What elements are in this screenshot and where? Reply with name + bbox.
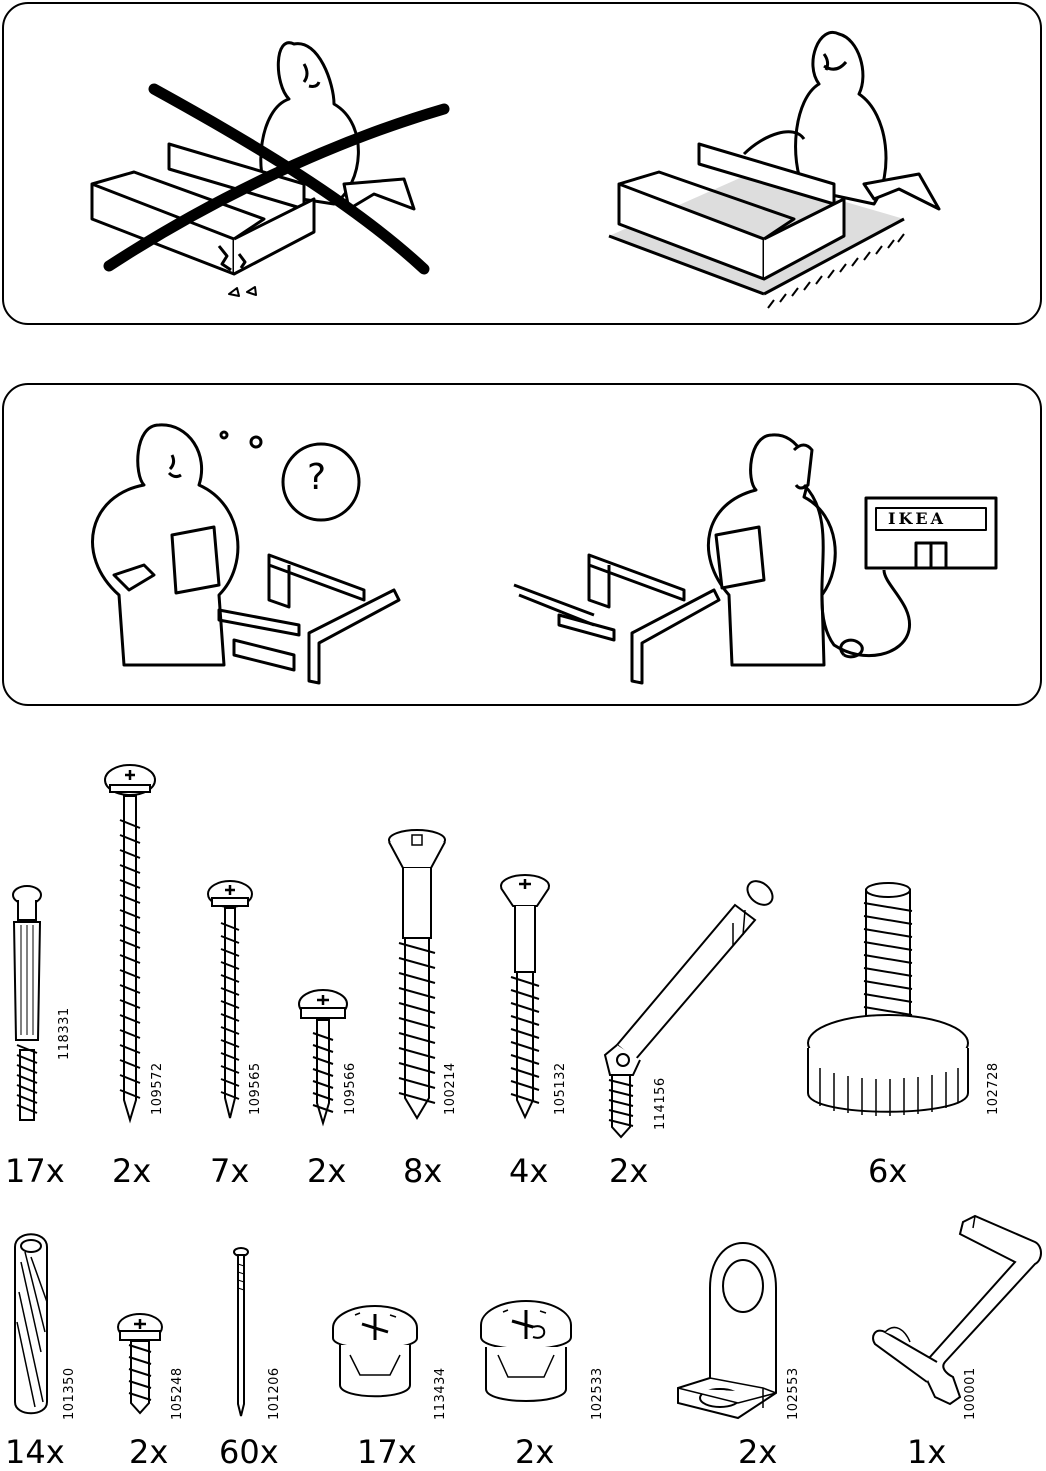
calling-person-figure — [706, 433, 911, 667]
cam-lock-large-icon — [480, 1300, 572, 1402]
care-instruction-panel — [2, 2, 1042, 325]
part-medium-screw: 109565 7x — [200, 878, 280, 1187]
allen-key-icon — [872, 1214, 1042, 1406]
cross-mark-icon — [148, 83, 430, 275]
part-quantity: 17x — [5, 1152, 65, 1190]
part-code: 100001 — [963, 1367, 978, 1420]
part-code: 102533 — [590, 1367, 605, 1420]
part-code: 109566 — [343, 1062, 358, 1115]
unassembled-boards-left — [217, 553, 401, 685]
medium-screw-icon — [207, 880, 253, 1119]
part-quantity: 2x — [515, 1433, 555, 1471]
part-quantity: 2x — [307, 1152, 347, 1190]
part-quantity: 7x — [210, 1152, 250, 1190]
ikea-sign-text: IKEA — [888, 509, 946, 528]
countersunk-screw-icon — [388, 829, 446, 1120]
part-quantity: 2x — [112, 1152, 152, 1190]
part-code: 101350 — [62, 1367, 77, 1420]
correct-assembly-figure — [608, 30, 941, 309]
part-code: 109565 — [248, 1062, 263, 1115]
help-illustration — [91, 423, 998, 685]
part-quantity: 60x — [219, 1433, 279, 1471]
part-quantity: 6x — [868, 1152, 908, 1190]
part-countersunk-screw: 100214 8x — [385, 828, 475, 1187]
cam-lock-icon — [332, 1305, 418, 1398]
part-small-screw: 105248 2x — [115, 1313, 195, 1468]
part-quantity: 2x — [738, 1433, 778, 1471]
part-angle-bracket: 102553 2x — [668, 1228, 818, 1468]
part-quantity: 14x — [5, 1433, 65, 1471]
long-screw-icon — [104, 764, 156, 1124]
cam-dowel-icon — [12, 885, 42, 1121]
part-cam-lock-large: 102533 2x — [478, 1297, 605, 1468]
part-angled-connector: 114156 2x — [595, 875, 785, 1187]
nail-icon — [233, 1247, 249, 1417]
adjustable-foot-icon — [807, 882, 969, 1116]
part-nail: 101206 60x — [219, 1244, 295, 1468]
ikea-store-icon — [864, 496, 998, 570]
part-quantity: 4x — [509, 1152, 549, 1190]
angle-bracket-icon — [677, 1242, 777, 1420]
angled-connector-icon — [603, 880, 774, 1139]
part-cam-dowel: 118331 17x — [5, 870, 95, 1187]
part-adjustable-foot: 102728 6x — [800, 878, 1030, 1187]
wrong-assembly-figure — [90, 41, 416, 297]
help-instruction-panel: ? IKEA — [2, 383, 1042, 706]
part-code: 105132 — [553, 1062, 568, 1115]
part-code: 109572 — [150, 1062, 165, 1115]
part-quantity: 8x — [403, 1152, 443, 1190]
part-quantity: 2x — [129, 1433, 169, 1471]
part-code: 100214 — [443, 1062, 458, 1115]
wooden-dowel-icon — [14, 1233, 48, 1415]
unassembled-boards-right — [513, 553, 721, 685]
part-code: 113434 — [433, 1367, 448, 1420]
confused-person-figure — [91, 423, 361, 667]
thought-bubble — [281, 442, 361, 522]
part-cam-lock: 113434 17x — [330, 1300, 448, 1468]
part-code: 118331 — [57, 1007, 72, 1060]
wood-screw-icon — [500, 874, 550, 1120]
part-code: 102553 — [786, 1367, 801, 1420]
part-quantity: 1x — [907, 1433, 947, 1471]
care-illustration — [90, 30, 941, 309]
part-allen-key: 100001 1x — [865, 1212, 1042, 1468]
part-wood-screw: 105132 4x — [495, 872, 585, 1187]
part-long-screw: 109572 2x — [100, 760, 180, 1187]
part-quantity: 2x — [609, 1152, 649, 1190]
question-mark: ? — [307, 457, 327, 498]
part-code: 101206 — [267, 1367, 282, 1420]
part-code: 114156 — [653, 1077, 668, 1130]
part-short-screw: 109566 2x — [295, 988, 375, 1187]
short-screw-icon — [298, 989, 348, 1127]
small-screw-icon — [117, 1313, 163, 1415]
part-code: 102728 — [986, 1062, 1001, 1115]
part-quantity: 17x — [357, 1433, 417, 1471]
part-wooden-dowel: 101350 14x — [5, 1232, 85, 1468]
part-code: 105248 — [170, 1367, 185, 1420]
